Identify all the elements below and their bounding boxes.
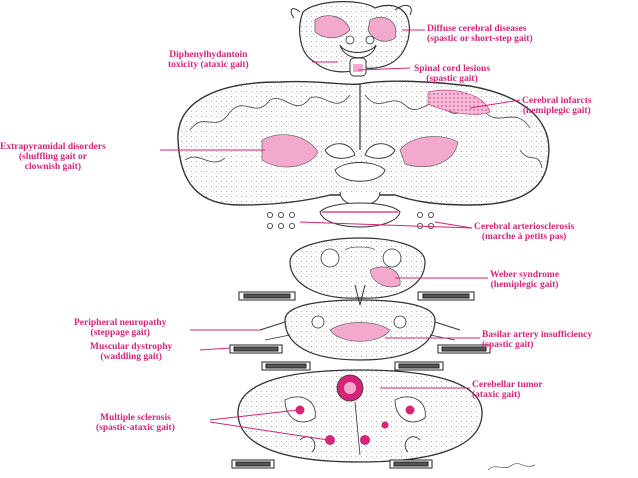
label-cerebral-infarcts: Cerebral infarcts (hemiplegic gait) [522,96,592,116]
label-basilar-artery-insufficiency: Basilar artery insufficiency (spastic ga… [482,330,593,350]
label-cerebral-arteriosclerosis: Cerebral arteriosclerosis (marche à peti… [474,222,575,242]
label-spinal-cord-lesions: Spinal cord lesions (spastic gait) [414,64,491,84]
midbrain-slab [319,202,401,228]
arteriosclerosis-dots [266,211,434,229]
label-extrapyramidal-disorders: Extrapyramidal disorders (shuffling gait… [0,142,106,172]
label-peripheral-neuropathy: Peripheral neuropathy (steppage gait) [74,318,167,338]
top-brain-view [290,1,412,77]
cerebellum-section [237,369,483,463]
coronal-brain-section [177,80,550,206]
label-muscular-dystrophy: Muscular dystrophy (waddling gait) [90,342,173,362]
label-multiple-sclerosis: Multiple sclerosis (spastic-ataxic gait) [96,413,175,433]
label-cerebellar-tumor: Cerebellar tumor (ataxic gait) [472,380,543,400]
label-diphenylhydantoin-toxicity: Diphenylhydantoin toxicity (ataxic gait) [168,50,249,70]
artist-signature [487,463,536,471]
label-weber-syndrome: Weber syndrome (hemiplegic gait) [490,270,560,290]
label-diffuse-cerebral-diseases: Diffuse cerebral diseases (spastic or sh… [427,24,533,44]
leader-lines [160,29,521,441]
pons-section [259,299,461,361]
midbrain-section [289,237,426,306]
spinal-segments [229,291,491,469]
